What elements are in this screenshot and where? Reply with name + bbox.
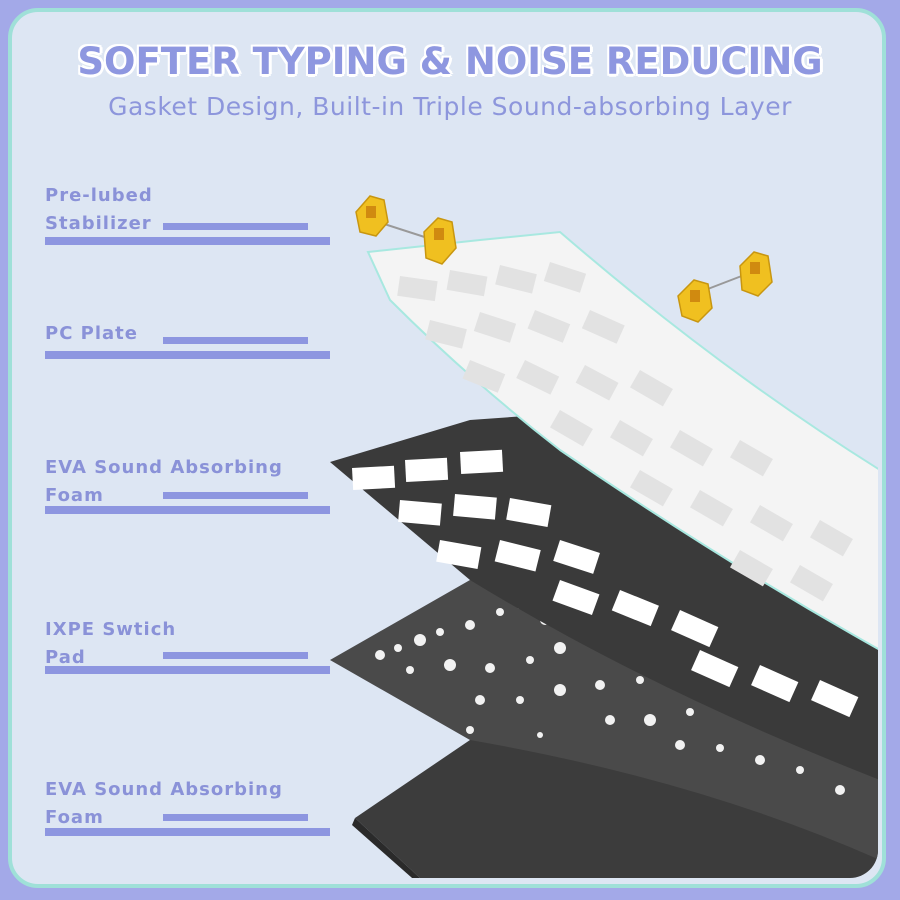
stabilizer-left — [355, 195, 457, 265]
pc-plate-cutouts — [397, 262, 853, 602]
eva-foam-cutouts — [352, 449, 859, 718]
leader-line-eva-top — [45, 506, 330, 514]
leader-line-eva-bottom-upper — [163, 814, 308, 821]
leader-line-pc-plate-upper — [163, 337, 308, 344]
leader-line-eva-bottom — [45, 828, 330, 836]
label-stabilizer: Pre-lubed Stabilizer — [45, 185, 153, 234]
leader-line-stabilizer-upper — [163, 223, 308, 230]
label-eva-foam-bottom: EVA Sound Absorbing Foam — [45, 779, 283, 828]
stabilizer-right — [677, 251, 773, 323]
label-ixpe-pad: IXPE Swtich Pad — [45, 619, 177, 668]
label-pc-plate: PC Plate — [45, 323, 138, 344]
leader-line-pc-plate — [45, 351, 330, 359]
leader-line-eva-top-upper — [163, 492, 308, 499]
page-title: SOFTER TYPING & NOISE REDUCING — [77, 40, 823, 83]
ixpe-holes — [375, 603, 845, 795]
leader-line-ixpe — [45, 666, 330, 674]
label-eva-foam-top: EVA Sound Absorbing Foam — [45, 457, 283, 506]
leader-line-stabilizer — [45, 237, 330, 245]
leader-line-ixpe-upper — [163, 652, 308, 659]
page-subtitle: Gasket Design, Built-in Triple Sound-abs… — [108, 92, 792, 121]
